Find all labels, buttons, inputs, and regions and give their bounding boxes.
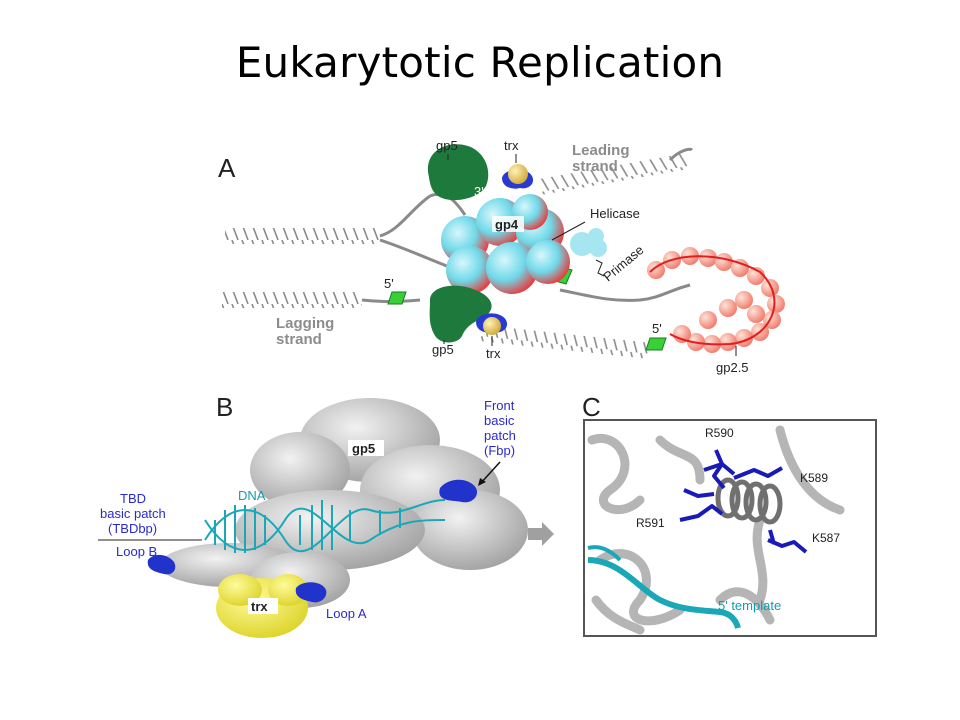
lagging-template-loop (559, 283, 691, 302)
template-strand (587, 557, 741, 629)
trx-top (508, 164, 528, 184)
loop-b-label: Loop B (116, 544, 157, 559)
tbd-label-2: basic patch (100, 506, 166, 521)
gp5-top (427, 144, 489, 201)
dna-helix (204, 499, 446, 553)
helicase-leader (551, 221, 586, 241)
five-prime-left-label: 5' (384, 276, 394, 291)
k587-label: K587 (812, 531, 840, 545)
lagging-label-1: Lagging (276, 315, 334, 332)
basic-side-chains (679, 449, 808, 554)
helicase-label: Helicase (590, 206, 640, 221)
tbd-basic-patch (147, 554, 176, 575)
panel-a: A gp4 (218, 138, 785, 375)
loop-a-label: Loop A (326, 606, 367, 621)
trx-b-label: trx (251, 599, 268, 614)
gp5-top-label: gp5 (436, 138, 458, 153)
trx-top-label: trx (504, 138, 519, 153)
gp5-bottom (429, 285, 492, 343)
gp4-helicase (441, 194, 607, 294)
lagging-dna-right (479, 325, 650, 359)
k589-label: K589 (800, 471, 828, 485)
b-to-c-arrow (528, 522, 554, 546)
parental-dna (225, 228, 380, 244)
gp4-label-bg (492, 216, 524, 232)
primer-left (387, 291, 407, 305)
panel-c-letter: C (582, 392, 601, 422)
leading-label-2: strand (572, 158, 618, 175)
front-label-2: basic (484, 413, 515, 428)
slide-title: Eukarytotic Replication (235, 38, 725, 87)
leading-template-strand (379, 194, 431, 238)
helix-coil (715, 477, 783, 525)
gp5-b-label-bg (348, 440, 384, 456)
dna-label: DNA (238, 488, 266, 503)
gp25-label: gp2.5 (716, 360, 749, 375)
template-label: 5' template (718, 598, 781, 613)
protein-ribbon (587, 425, 845, 635)
lagging-label-2: strand (276, 331, 322, 348)
front-arrowhead (478, 478, 486, 486)
leading-label-1: Leading (572, 142, 630, 159)
trx-bottom-label: trx (486, 346, 501, 361)
primase-bracket (595, 259, 605, 277)
front-label-3: patch (484, 428, 516, 443)
primase-label: Primase (600, 242, 646, 284)
panel-c-frame (583, 419, 877, 637)
front-label-1: Front (484, 398, 515, 413)
panel-b-letter: B (216, 392, 233, 422)
panel-b: B trx DNA gp5 (98, 392, 554, 638)
tbd-label-3: (TBDbp) (108, 521, 157, 536)
trx-b-label-bg (248, 598, 278, 614)
primer-right (645, 337, 667, 351)
r591-label: R591 (636, 516, 665, 530)
gp4-label: gp4 (495, 217, 519, 232)
panel-c: C (582, 392, 877, 637)
three-prime-label: 3' (474, 184, 484, 199)
gp5-surface (160, 398, 528, 608)
front-label-4: (Fbp) (484, 443, 515, 458)
tbd-label-1: TBD (120, 491, 146, 506)
gp25-ssb-coil (647, 247, 785, 353)
leading-strand-dna (538, 153, 690, 195)
trx-bottom (483, 317, 501, 335)
front-basic-patch (439, 479, 478, 503)
r590-label: R590 (705, 426, 734, 440)
leading-strand-end (668, 147, 694, 162)
panel-a-letter: A (218, 153, 236, 183)
five-prime-right-label: 5' (652, 321, 662, 336)
gp5-b-label: gp5 (352, 441, 375, 456)
template-strand-end (587, 545, 622, 562)
gp5-bottom-label: gp5 (432, 342, 454, 357)
loop-a-patch (295, 582, 327, 603)
lagging-dna-left (222, 292, 362, 308)
